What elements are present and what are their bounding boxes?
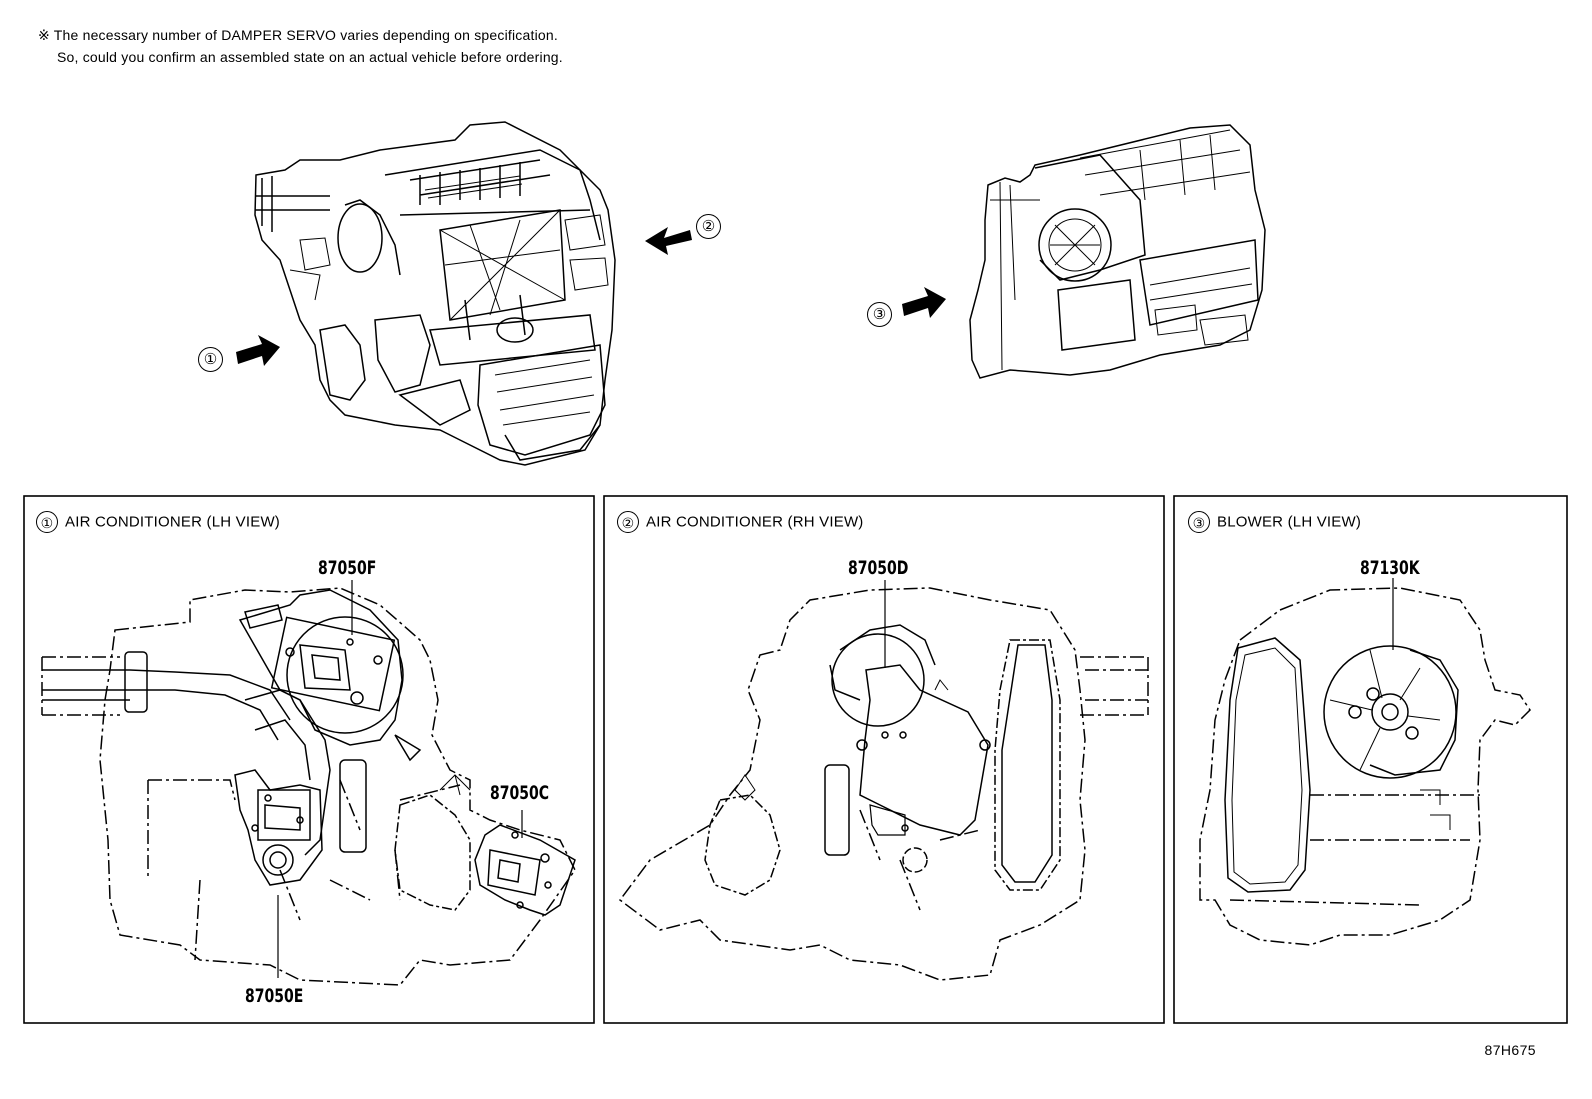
ac-rh-view-drawing bbox=[618, 587, 1149, 981]
part-code-87050C[interactable]: 87050C bbox=[490, 782, 550, 804]
note-line-1: ※ The necessary number of DAMPER SERVO v… bbox=[38, 27, 558, 43]
callout-2: ② bbox=[696, 214, 721, 239]
blower-unit-overview-illustration bbox=[969, 124, 1266, 379]
part-code-87050D[interactable]: 87050D bbox=[848, 557, 909, 579]
panel-3-number: ③ bbox=[1188, 511, 1210, 533]
ac-unit-overview-illustration bbox=[254, 121, 616, 466]
part-code-87050F[interactable]: 87050F bbox=[318, 557, 377, 579]
callout-1: ① bbox=[198, 347, 223, 372]
panel-3-title: ③ BLOWER (LH VIEW) bbox=[1188, 511, 1361, 533]
panel-1-frame bbox=[23, 495, 595, 1024]
panel-2-number: ② bbox=[617, 511, 639, 533]
part-code-87050E[interactable]: 87050E bbox=[245, 985, 304, 1007]
panel-1-number: ① bbox=[36, 511, 58, 533]
blower-lh-view-parts bbox=[1224, 578, 1459, 893]
part-code-87130K[interactable]: 87130K bbox=[1360, 557, 1420, 579]
panel-2-title: ② AIR CONDITIONER (RH VIEW) bbox=[617, 511, 864, 533]
view-arrows bbox=[236, 227, 946, 366]
panel-2-frame bbox=[603, 495, 1165, 1024]
panel-2-title-text: AIR CONDITIONER (RH VIEW) bbox=[646, 513, 864, 531]
arrow-blower-view-icon bbox=[902, 287, 946, 318]
callout-3: ③ bbox=[867, 302, 892, 327]
blower-lh-view-drawing bbox=[1199, 587, 1531, 946]
ac-lh-view-drawing bbox=[41, 587, 576, 986]
arrow-rh-view-icon bbox=[645, 227, 692, 255]
panel-3-title-text: BLOWER (LH VIEW) bbox=[1217, 513, 1362, 531]
figure-id: 87H675 bbox=[1484, 1042, 1536, 1058]
note-line-2: So, could you confirm an assembled state… bbox=[57, 49, 563, 65]
ac-rh-view-parts bbox=[704, 580, 1061, 896]
panel-1-title: ① AIR CONDITIONER (LH VIEW) bbox=[36, 511, 280, 533]
arrow-lh-view-icon bbox=[236, 335, 280, 366]
ac-lh-view-parts bbox=[42, 580, 576, 978]
specification-note: ※ The necessary number of DAMPER SERVO v… bbox=[38, 24, 563, 68]
panel-1-title-text: AIR CONDITIONER (LH VIEW) bbox=[65, 513, 281, 531]
panel-3-frame bbox=[1173, 495, 1568, 1024]
